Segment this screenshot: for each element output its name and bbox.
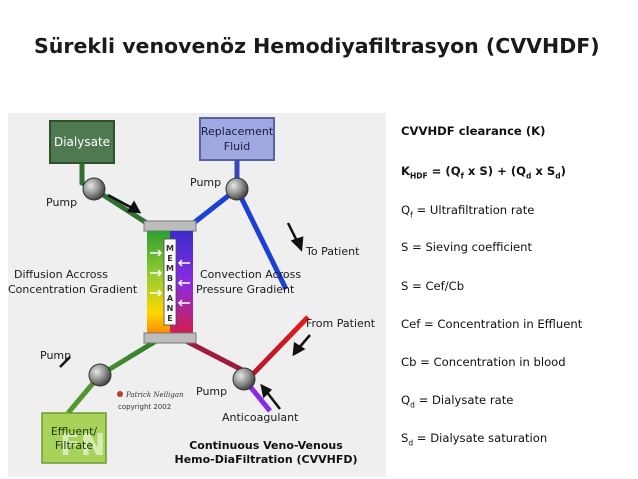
pump-label: Pump: [46, 196, 77, 209]
effluent-label-line1: Effluent/: [51, 425, 98, 438]
replacement-pump: [225, 177, 249, 201]
membrane-letter: B: [167, 274, 173, 283]
replacement-label-line1: Replacement: [201, 125, 274, 138]
to-patient-arrowhead: [290, 236, 304, 252]
sieving-definition: S = Sieving coefficient: [401, 240, 533, 254]
dialysate-box: Dialysate: [49, 120, 115, 164]
pump-label: Pump: [190, 176, 221, 189]
replacement-label-line2: Fluid: [224, 140, 250, 153]
from-patient-arrowhead: [292, 341, 306, 357]
effluent-label-line2: Filtrate: [55, 439, 94, 452]
filter-flow-arrows: [150, 249, 190, 307]
author-signature: Patrick Nelligan: [117, 391, 184, 399]
membrane-letter: R: [167, 284, 173, 293]
eq-part: x S: [531, 164, 556, 178]
cef-definition: Cef = Concentration in Effluent: [401, 317, 583, 331]
sd-symbol: S: [401, 431, 409, 445]
eq-part: ): [560, 164, 566, 178]
qf-symbol: Q: [401, 203, 411, 217]
pump-label: Pump: [40, 349, 71, 362]
from-patient-label: From Patient: [306, 317, 376, 330]
effluent-filtrate-box: FN Effluent/ Filtrate: [41, 412, 107, 464]
qf-sub: f: [410, 210, 413, 220]
membrane-letter: A: [167, 294, 174, 303]
diffusion-label-line2: Concentration Gradient: [8, 283, 138, 296]
convection-label-line2: Pressure Gradient: [196, 283, 295, 296]
membrane-letter: M: [166, 244, 174, 253]
sd-text: = Dialysate saturation: [413, 431, 548, 445]
dialysate-flow-arrowhead: [126, 200, 142, 214]
cb-definition: Cb = Concentration in blood: [401, 355, 566, 369]
qf-text: = Ultrafiltration rate: [412, 203, 535, 217]
qd-sub: d: [410, 400, 415, 410]
membrane-letter: N: [167, 304, 174, 313]
sd-definition: Sd = Dialysate saturation: [401, 431, 547, 447]
blue-line-to-patient: [234, 187, 289, 291]
clearance-heading: CVVHDF clearance (K): [401, 124, 546, 138]
dialysate-pump: [82, 177, 106, 201]
return-line-from-patient: [250, 315, 310, 377]
dialysate-flow-arrow: [107, 193, 135, 211]
eq-f-sub: f: [460, 171, 464, 181]
filter-cartridge: [143, 220, 197, 344]
diagram-caption-line2: Hemo-DiaFiltration (CVVHFD): [175, 453, 358, 466]
eq-d-sub: d: [526, 171, 532, 181]
slide-title: Sürekli venovenöz Hemodiyafiltrasyon (CV…: [34, 34, 600, 58]
clearance-equation: KHDF = (Qf x S) + (Qd x Sd): [401, 164, 566, 180]
qd-symbol: Q: [401, 393, 411, 407]
to-patient-label: To Patient: [305, 245, 360, 258]
diffusion-label-line1: Diffusion Accross: [14, 268, 108, 281]
effluent-flow-arrow: [59, 356, 71, 368]
anticoagulant-label: Anticoagulant: [222, 411, 299, 424]
s-ratio-definition: S = Cef/Cb: [401, 279, 465, 293]
anticoagulant-arrowhead: [260, 383, 273, 399]
effluent-pump: [88, 363, 112, 387]
membrane-letter: E: [167, 254, 172, 263]
cvvhdf-diagram: Dialysate Replacement Fluid M E M B R A …: [8, 113, 386, 477]
diagram-caption-line1: Continuous Veno-Venous: [189, 439, 343, 452]
eq-sd-sub: d: [555, 171, 561, 181]
replacement-fluid-box: Replacement Fluid: [199, 117, 275, 161]
membrane-letters: M E M B R A N E: [166, 244, 174, 323]
eq-k-sub: HDF: [409, 171, 428, 181]
convection-label-line1: Convection Across: [200, 268, 301, 281]
membrane-letter: E: [167, 314, 172, 323]
anticoagulant-arrow: [265, 390, 281, 410]
dialysate-label: Dialysate: [54, 135, 110, 149]
pump-label: Pump: [196, 385, 227, 398]
membrane-letter: M: [166, 264, 174, 273]
blood-pump: [232, 367, 256, 391]
qf-definition: Qf = Ultrafiltration rate: [401, 203, 534, 219]
effluent-watermark: FN: [60, 428, 106, 463]
eq-k: K: [401, 164, 410, 178]
eq-part: x S) + (Q: [463, 164, 526, 178]
qd-text: = Dialysate rate: [414, 393, 514, 407]
signature-text: Patrick Nelligan: [125, 391, 184, 399]
qd-definition: Qd = Dialysate rate: [401, 393, 513, 409]
sd-sub: d: [408, 438, 414, 448]
copyright-text: copyright 2002: [118, 403, 171, 411]
eq-part: = (Q: [427, 164, 461, 178]
